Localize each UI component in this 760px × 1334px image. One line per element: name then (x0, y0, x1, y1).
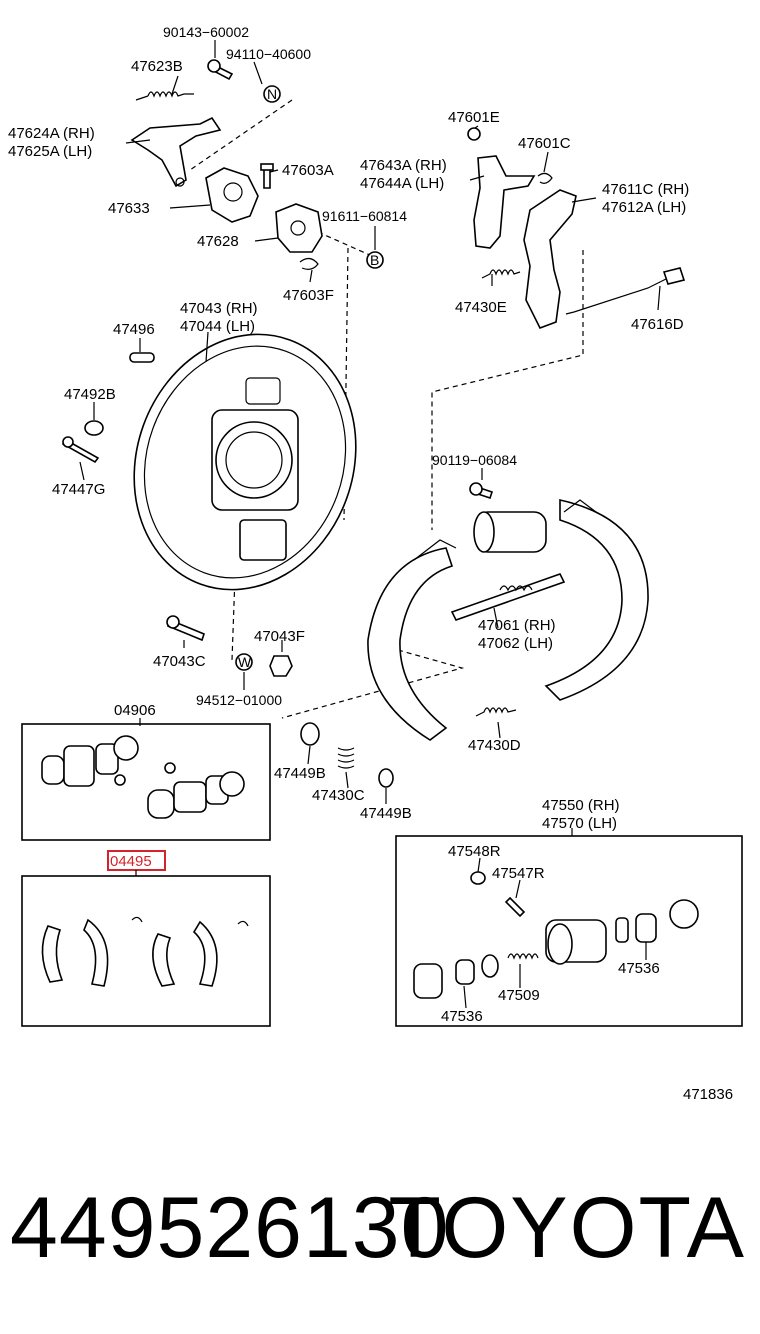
label-47496: 47496 (113, 321, 155, 338)
label-90143: 90143−60002 (163, 24, 249, 40)
nut-47043f (269, 655, 293, 677)
bracket-47628 (275, 203, 323, 253)
label-91611: 91611−60814 (322, 208, 407, 224)
label-47611c: 47611C (RH) (602, 181, 689, 198)
footer-part-number: 449526130 (10, 1180, 450, 1276)
clip-47601c (537, 172, 553, 184)
label-47601e: 47601E (448, 109, 500, 126)
label-47601c: 47601C (518, 135, 571, 152)
spring-47430d (475, 707, 517, 717)
cup-47449b-a (300, 722, 320, 746)
label-04495: 04495 (110, 853, 152, 870)
bellcrank-47633 (205, 167, 259, 223)
label-47624a: 47624A (RH) (8, 125, 95, 142)
clip-47603f (299, 257, 319, 270)
label-47550: 47550 (RH) (542, 797, 620, 814)
label-94110: 94110−40600 (226, 46, 311, 62)
n-mark: N (267, 86, 277, 102)
part-labels: 90143−60002 94110−40600 47623B 47624A (R… (8, 24, 733, 1100)
label-47536-b: 47536 (441, 1008, 483, 1025)
backing-plate-47043 (133, 333, 357, 591)
brake-shoe-right (544, 499, 649, 701)
plug-47492b (84, 420, 104, 436)
label-47633: 47633 (108, 200, 150, 217)
label-47603f: 47603F (283, 287, 334, 304)
label-47548r: 47548R (448, 843, 501, 860)
pin-47043c (166, 615, 205, 642)
adjuster-47061 (450, 573, 566, 621)
spring-47430c (337, 747, 355, 769)
kit-box-47550 (395, 835, 743, 1027)
label-94512: 94512−01000 (196, 692, 282, 708)
label-47643a: 47643A (RH) (360, 157, 447, 174)
footer-brand: TOYOTA (388, 1180, 746, 1276)
label-47547r: 47547R (492, 865, 545, 882)
label-47043c: 47043C (153, 653, 206, 670)
bolt-90119 (469, 482, 494, 500)
w-mark: W (238, 654, 252, 670)
washer-94512: W (235, 653, 253, 671)
kit-box-04906 (21, 723, 271, 841)
bolt-91611: B (366, 251, 384, 269)
label-47616d: 47616D (631, 316, 684, 333)
washer-94110: N (263, 85, 281, 103)
label-47570: 47570 (LH) (542, 815, 617, 832)
label-47623b: 47623B (131, 58, 183, 75)
label-47430e: 47430E (455, 299, 507, 316)
brake-parts-diagram: N B (8, 24, 743, 1100)
label-47430d: 47430D (468, 737, 521, 754)
label-47628: 47628 (197, 233, 239, 250)
label-47492b: 47492B (64, 386, 116, 403)
label-47044: 47044 (LH) (180, 318, 255, 335)
lever-47643a (473, 155, 536, 249)
label-90119: 90119−06084 (432, 452, 517, 468)
cup-47449b-b (378, 768, 394, 788)
label-47536-a: 47536 (618, 960, 660, 977)
wheel-cylinder (473, 511, 547, 553)
pin-47603a (260, 163, 274, 189)
leader-lines (79, 40, 661, 1009)
label-47612a: 47612A (LH) (602, 199, 686, 216)
label-47062: 47062 (LH) (478, 635, 553, 652)
label-47043: 47043 (RH) (180, 300, 258, 317)
b-mark: B (370, 252, 379, 268)
label-47449b-a: 47449B (274, 765, 326, 782)
label-47043f: 47043F (254, 628, 305, 645)
brake-shoe-left (367, 539, 457, 741)
bolt-90143 (207, 59, 234, 81)
label-47509: 47509 (498, 987, 540, 1004)
label-47430c: 47430C (312, 787, 365, 804)
label-04906: 04906 (114, 702, 156, 719)
strut-47611c (523, 189, 577, 330)
label-47447g: 47447G (52, 481, 105, 498)
spring-47430e (481, 269, 521, 279)
pin-47496 (129, 352, 155, 363)
label-47603a: 47603A (282, 162, 334, 179)
label-47644a: 47644A (LH) (360, 175, 444, 192)
cable-47616d (565, 267, 686, 315)
label-47625a: 47625A (LH) (8, 143, 92, 160)
kit-box-04495 (21, 875, 271, 1027)
label-47449b-b: 47449B (360, 805, 412, 822)
label-47061: 47061 (RH) (478, 617, 556, 634)
label-471836: 471836 (683, 1086, 733, 1100)
clip-47601e (467, 127, 481, 141)
lever-47624a (130, 116, 222, 188)
pin-47447g (61, 436, 100, 464)
spring-47623b (135, 91, 194, 101)
